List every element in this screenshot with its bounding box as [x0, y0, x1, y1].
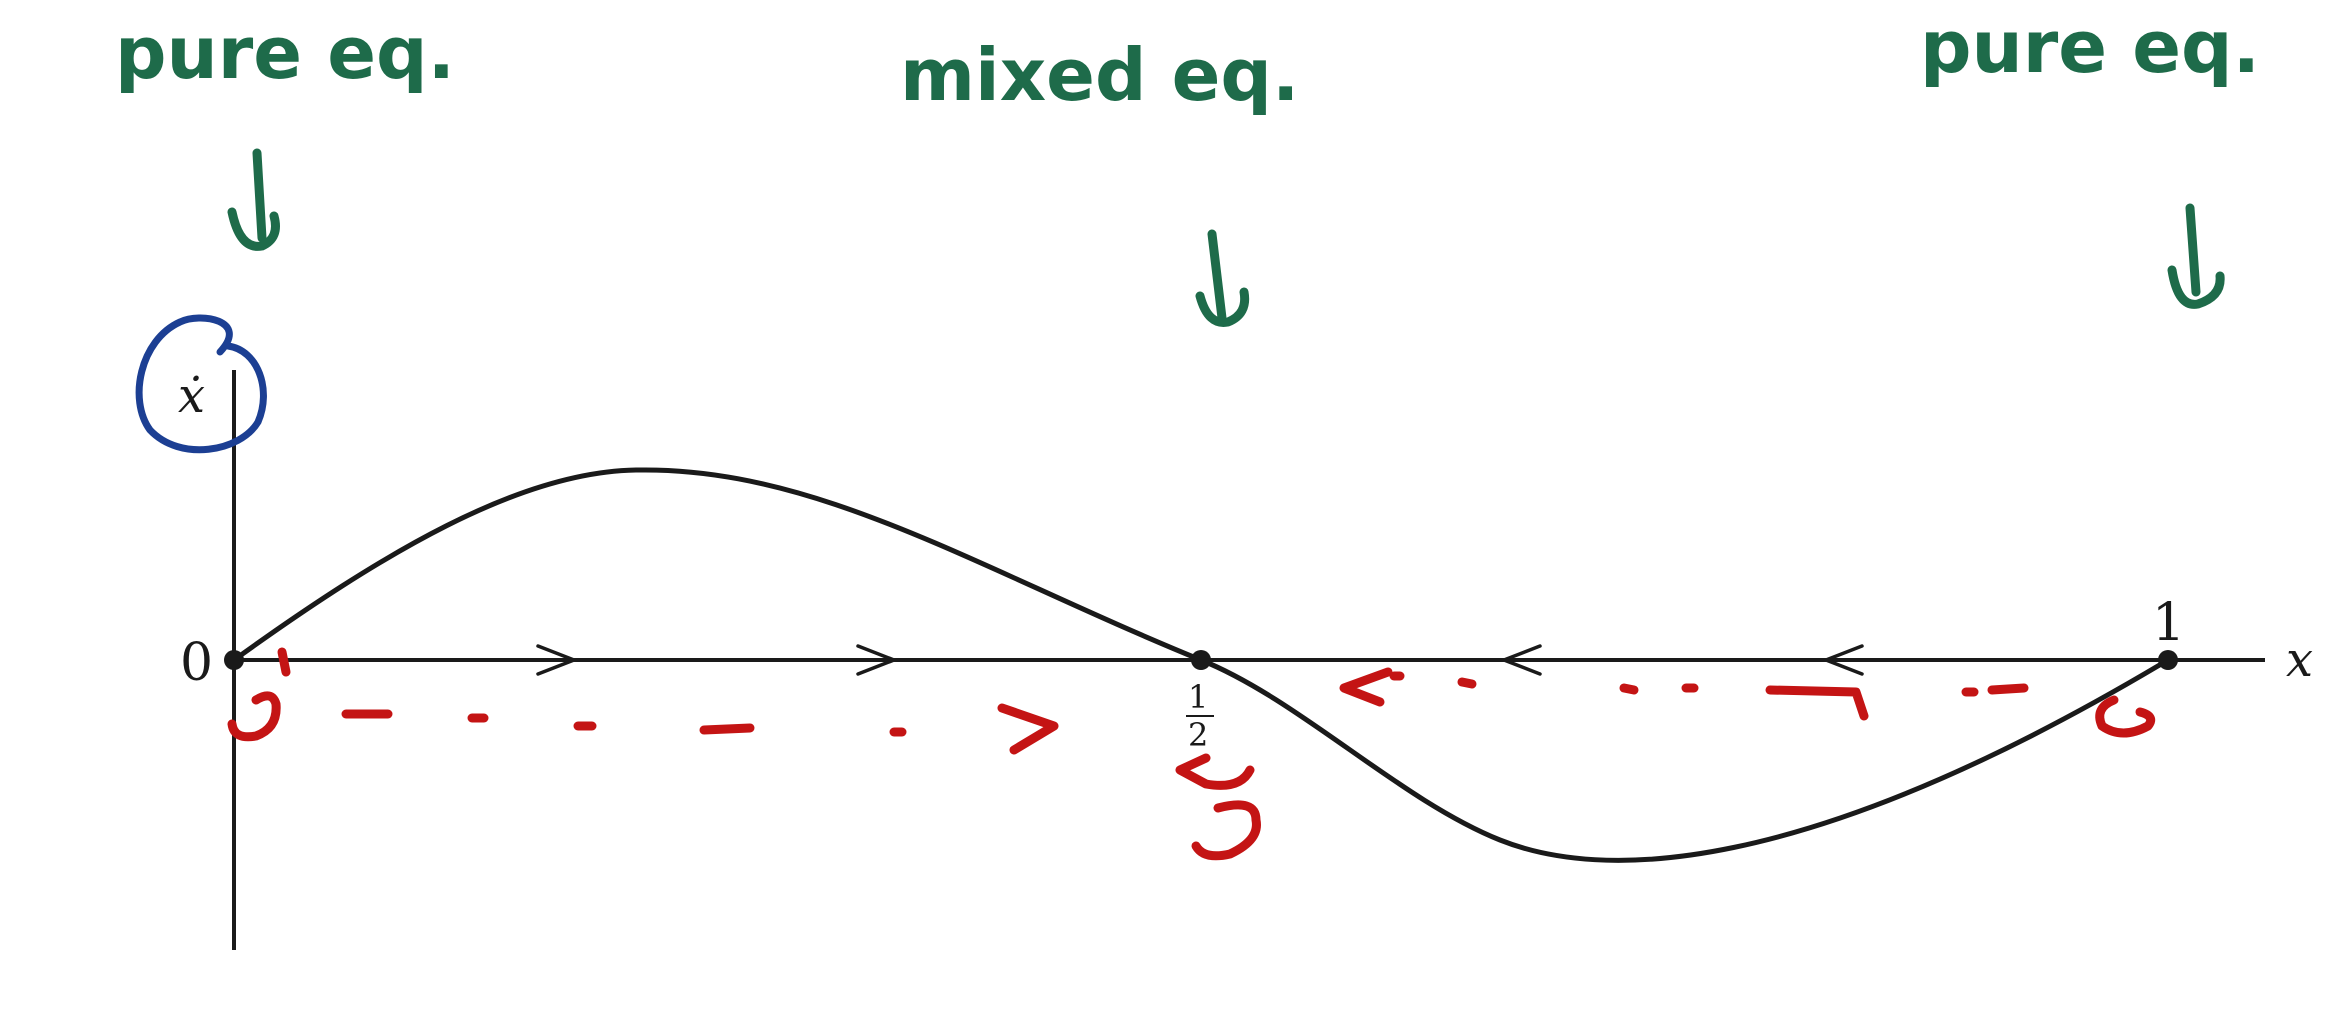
down-arrow-icon — [2167, 203, 2225, 309]
red-instability-annotation — [1175, 753, 1261, 861]
circled-label-highlight — [135, 314, 267, 454]
equilibrium-point-half — [1191, 650, 1211, 670]
red-flow-annotation-left — [227, 647, 1059, 755]
flow-left-arrow-icon — [1502, 644, 1542, 676]
one-label: 1 — [2152, 593, 2185, 653]
flow-right-arrow-icon — [536, 644, 576, 676]
pure-eq-left-label: pure eq. — [115, 11, 455, 95]
equilibrium-point-zero — [224, 650, 244, 670]
half-label-numerator: 1 — [1188, 678, 1208, 716]
pure-eq-right-label: pure eq. — [1920, 5, 2260, 89]
mixed-eq-label: mixed eq. — [900, 33, 1299, 117]
flow-left-arrow-icon — [1824, 644, 1864, 676]
equilibrium-point-one — [2158, 650, 2178, 670]
x-axis-label: x — [2286, 632, 2313, 688]
down-arrow-icon — [1195, 229, 1250, 327]
half-label-denominator: 2 — [1188, 716, 1208, 754]
down-arrow-icon — [227, 148, 280, 251]
y-axis-label: ẋ — [178, 368, 205, 424]
flow-right-arrow-icon — [856, 644, 896, 676]
red-flow-annotation-right — [1339, 667, 2156, 738]
origin-label: 0 — [180, 633, 213, 693]
